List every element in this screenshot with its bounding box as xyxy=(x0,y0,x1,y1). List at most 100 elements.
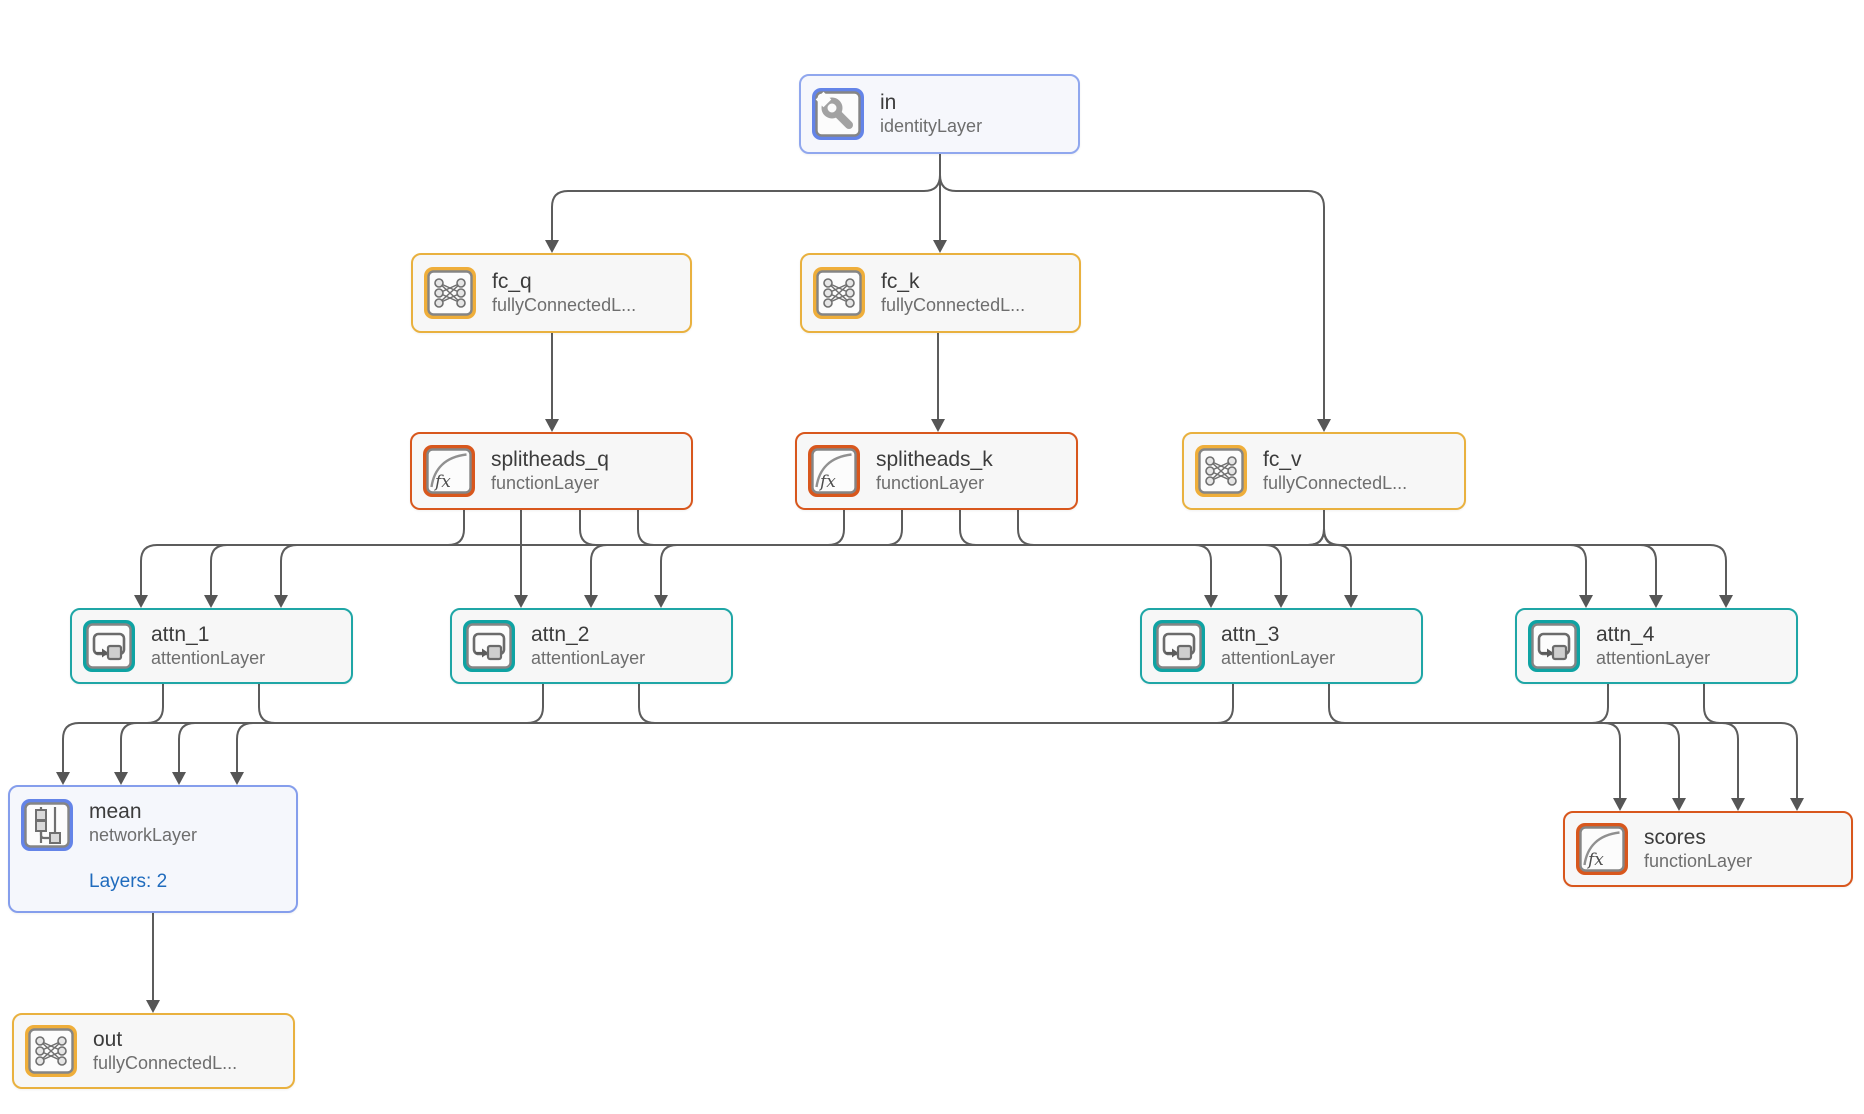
arrowhead-icon xyxy=(134,595,148,608)
arrowhead-icon xyxy=(204,595,218,608)
layer-title: attn_3 xyxy=(1221,623,1280,647)
arrowhead-icon xyxy=(1274,595,1288,608)
node-mean[interactable]: mean networkLayer Layers: 2 xyxy=(8,785,298,913)
layer-text: splitheads_q functionLayer xyxy=(491,447,609,495)
edge-attn_1-to-scores xyxy=(258,684,1621,800)
arrowhead-icon xyxy=(1790,798,1804,811)
edge-fc_v-to-attn_3 xyxy=(1323,510,1352,597)
layer-subtitle: identityLayer xyxy=(880,116,983,137)
node-splitheads_k[interactable]: fx splitheads_k functionLayer xyxy=(795,432,1078,510)
fx-icon: fx xyxy=(808,445,860,497)
edge-in-to-fc_v xyxy=(939,154,1325,421)
fx-icon: fx xyxy=(1576,823,1628,875)
layer-text: fc_v fullyConnectedL... xyxy=(1263,447,1407,495)
edge-attn_3-to-mean xyxy=(178,684,1234,774)
arrowhead-icon xyxy=(114,772,128,785)
edge-attn_3-to-scores xyxy=(1328,684,1739,800)
layer-subtitle: attentionLayer xyxy=(531,648,646,669)
arrowhead-icon xyxy=(1204,595,1218,608)
svg-text:fx: fx xyxy=(818,472,836,492)
edge-fc_v-to-attn_4 xyxy=(1323,510,1727,597)
layer-title: in xyxy=(880,91,897,115)
node-out[interactable]: out fullyConnectedL... xyxy=(12,1013,295,1089)
custom-layer-icon xyxy=(1153,620,1205,672)
layer-text: attn_3 attentionLayer xyxy=(1221,622,1335,670)
layer-subtitle: attentionLayer xyxy=(151,648,266,669)
edge-fc_v-to-attn_2 xyxy=(660,510,1325,597)
arrowhead-icon xyxy=(1579,595,1593,608)
edge-attn_4-to-scores xyxy=(1703,684,1798,800)
svg-text:fx: fx xyxy=(1586,850,1604,870)
edge-attn_2-to-mean xyxy=(120,684,544,774)
layer-subtitle: fullyConnectedL... xyxy=(93,1053,238,1074)
layer-subtitle: functionLayer xyxy=(876,473,985,494)
arrowhead-icon xyxy=(274,595,288,608)
node-attn_1[interactable]: attn_1 attentionLayer xyxy=(70,608,353,684)
node-attn_4[interactable]: attn_4 attentionLayer xyxy=(1515,608,1798,684)
edge-splitheads_k-to-attn_4 xyxy=(1017,510,1657,597)
layer-subtitle: attentionLayer xyxy=(1221,648,1336,669)
arrowhead-icon xyxy=(172,772,186,785)
layer-title: attn_4 xyxy=(1596,623,1655,647)
edge-splitheads_q-to-attn_1 xyxy=(140,510,465,597)
node-scores[interactable]: fx scores functionLayer xyxy=(1563,811,1853,887)
arrowhead-icon xyxy=(933,240,947,253)
node-attn_2[interactable]: attn_2 attentionLayer xyxy=(450,608,733,684)
layer-title: fc_v xyxy=(1263,448,1302,472)
layer-title: scores xyxy=(1644,826,1706,850)
layer-title: fc_q xyxy=(492,270,532,294)
edge-attn_4-to-mean xyxy=(236,684,1609,774)
layer-subtitle: functionLayer xyxy=(1644,851,1753,872)
layer-title: mean xyxy=(89,800,142,823)
svg-text:fx: fx xyxy=(433,472,451,492)
edge-splitheads_k-to-attn_3 xyxy=(959,510,1282,597)
layer-subtitle: fullyConnectedL... xyxy=(492,295,637,316)
arrowhead-icon xyxy=(1719,595,1733,608)
node-fc_k[interactable]: fc_k fullyConnectedL... xyxy=(800,253,1081,333)
arrowhead-icon xyxy=(931,419,945,432)
layer-title: splitheads_k xyxy=(876,448,993,472)
layer-text: attn_1 attentionLayer xyxy=(151,622,265,670)
layer-badge: Layers: 2 xyxy=(89,871,168,892)
layer-subtitle: networkLayer xyxy=(89,825,198,846)
arrowhead-icon xyxy=(1672,798,1686,811)
layer-title: attn_2 xyxy=(531,623,590,647)
arrowhead-icon xyxy=(1613,798,1627,811)
layer-text: attn_2 attentionLayer xyxy=(531,622,645,670)
wrench-icon xyxy=(812,88,864,140)
layer-text: scores functionLayer xyxy=(1644,825,1752,873)
layer-text: splitheads_k functionLayer xyxy=(876,447,993,495)
edge-attn_2-to-scores xyxy=(638,684,1680,800)
node-fc_v[interactable]: fc_v fullyConnectedL... xyxy=(1182,432,1466,510)
custom-layer-icon xyxy=(463,620,515,672)
node-splitheads_q[interactable]: fx splitheads_q functionLayer xyxy=(410,432,693,510)
arrowhead-icon xyxy=(654,595,668,608)
layer-text: mean networkLayer xyxy=(89,799,197,847)
node-attn_3[interactable]: attn_3 attentionLayer xyxy=(1140,608,1423,684)
layer-title: splitheads_q xyxy=(491,448,609,472)
arrowhead-icon xyxy=(1344,595,1358,608)
layer-subtitle: attentionLayer xyxy=(1596,648,1711,669)
node-fc_q[interactable]: fc_q fullyConnectedL... xyxy=(411,253,692,333)
arrowhead-icon xyxy=(514,595,528,608)
node-in[interactable]: in identityLayer xyxy=(799,74,1080,154)
layer-title: fc_k xyxy=(881,270,920,294)
layer-subtitle: fullyConnectedL... xyxy=(1263,473,1408,494)
edge-splitheads_q-to-attn_3 xyxy=(579,510,1212,597)
arrowhead-icon xyxy=(56,772,70,785)
arrowhead-icon xyxy=(1317,419,1331,432)
layer-subtitle: functionLayer xyxy=(491,473,600,494)
layer-text: in identityLayer xyxy=(880,90,982,138)
custom-layer-icon xyxy=(83,620,135,672)
layer-text: attn_4 attentionLayer xyxy=(1596,622,1710,670)
arrowhead-icon xyxy=(545,419,559,432)
fully-connected-icon xyxy=(813,267,865,319)
arrowhead-icon xyxy=(1649,595,1663,608)
layer-text: fc_q fullyConnectedL... xyxy=(492,269,636,317)
layer-subtitle: fullyConnectedL... xyxy=(881,295,1026,316)
fully-connected-icon xyxy=(1195,445,1247,497)
layer-title: attn_1 xyxy=(151,623,210,647)
layer-text: fc_k fullyConnectedL... xyxy=(881,269,1025,317)
layer-text: out fullyConnectedL... xyxy=(93,1027,237,1075)
